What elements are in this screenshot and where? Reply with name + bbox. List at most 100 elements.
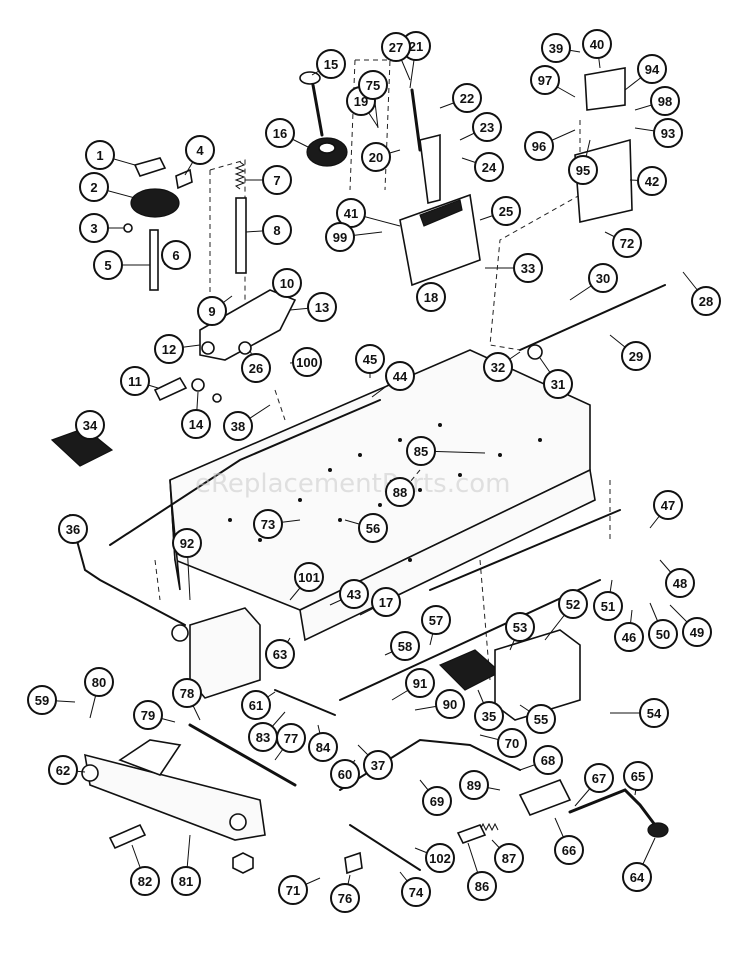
callout-62: 62 bbox=[48, 755, 78, 785]
callout-circle bbox=[181, 409, 211, 439]
callout-number: 88 bbox=[393, 485, 407, 500]
callout-circle bbox=[472, 112, 502, 142]
callout-number: 57 bbox=[429, 613, 443, 628]
callout-circle bbox=[84, 667, 114, 697]
callout-42: 42 bbox=[637, 166, 667, 196]
callout-51: 51 bbox=[593, 591, 623, 621]
callout-number: 14 bbox=[189, 417, 204, 432]
callout-circle bbox=[422, 786, 452, 816]
callout-number: 46 bbox=[622, 630, 636, 645]
callout-74: 74 bbox=[401, 877, 431, 907]
callout-number: 35 bbox=[482, 709, 496, 724]
callout-circle bbox=[172, 528, 202, 558]
callout-circle bbox=[459, 770, 489, 800]
callout-circle bbox=[307, 292, 337, 322]
callout-23: 23 bbox=[472, 112, 502, 142]
callout-circle bbox=[416, 282, 446, 312]
callout-number: 52 bbox=[566, 597, 580, 612]
callout-circle bbox=[262, 215, 292, 245]
callout-circle bbox=[614, 622, 644, 652]
callout-60: 60 bbox=[330, 759, 360, 789]
callout-circle bbox=[435, 689, 465, 719]
callout-circle bbox=[494, 843, 524, 873]
callout-13: 13 bbox=[307, 292, 337, 322]
callout-number: 19 bbox=[354, 94, 368, 109]
callout-21: 21 bbox=[401, 31, 431, 61]
callout-87: 87 bbox=[494, 843, 524, 873]
callout-circle bbox=[621, 341, 651, 371]
callout-34: 34 bbox=[75, 410, 105, 440]
callout-circle bbox=[171, 866, 201, 896]
callout-101: 101 bbox=[294, 562, 324, 592]
callout-number: 20 bbox=[369, 150, 383, 165]
callout-circle bbox=[265, 639, 295, 669]
callout-circle bbox=[93, 250, 123, 280]
callout-number: 80 bbox=[92, 675, 106, 690]
callout-number: 15 bbox=[324, 57, 338, 72]
callout-circle bbox=[637, 54, 667, 84]
callout-86: 86 bbox=[467, 871, 497, 901]
callout-circle bbox=[381, 32, 411, 62]
callout-circle bbox=[316, 49, 346, 79]
callout-102: 102 bbox=[425, 843, 455, 873]
callout-95: 95 bbox=[568, 155, 598, 185]
callout-circle bbox=[568, 155, 598, 185]
callout-circle bbox=[505, 612, 535, 642]
callout-2: 2 bbox=[79, 172, 109, 202]
callout-3: 3 bbox=[79, 213, 109, 243]
callout-number: 11 bbox=[128, 374, 142, 389]
callout-18: 18 bbox=[416, 282, 446, 312]
callout-circle bbox=[339, 579, 369, 609]
callout-circle bbox=[622, 862, 652, 892]
callout-circle bbox=[533, 745, 563, 775]
callout-38: 38 bbox=[223, 411, 253, 441]
callout-63: 63 bbox=[265, 639, 295, 669]
callout-number: 16 bbox=[273, 126, 287, 141]
callout-90: 90 bbox=[435, 689, 465, 719]
callout-circle bbox=[653, 490, 683, 520]
callout-number: 95 bbox=[576, 163, 590, 178]
callout-circle bbox=[265, 118, 295, 148]
callout-circle bbox=[582, 29, 612, 59]
callout-circle bbox=[58, 514, 88, 544]
callout-number: 3 bbox=[90, 221, 97, 236]
callout-80: 80 bbox=[84, 667, 114, 697]
callout-92: 92 bbox=[172, 528, 202, 558]
callout-53: 53 bbox=[505, 612, 535, 642]
callout-55: 55 bbox=[526, 704, 556, 734]
callout-83: 83 bbox=[248, 722, 278, 752]
callout-circle bbox=[588, 263, 618, 293]
callout-number: 40 bbox=[590, 37, 604, 52]
callout-circle bbox=[355, 344, 385, 374]
callout-number: 94 bbox=[645, 62, 660, 77]
callout-circle bbox=[401, 877, 431, 907]
callout-number: 4 bbox=[196, 143, 204, 158]
callout-93: 93 bbox=[653, 118, 683, 148]
callout-73: 73 bbox=[253, 509, 283, 539]
callout-27: 27 bbox=[381, 32, 411, 62]
callout-number: 8 bbox=[273, 223, 280, 238]
callout-68: 68 bbox=[533, 745, 563, 775]
callout-24: 24 bbox=[474, 152, 504, 182]
callout-70: 70 bbox=[497, 728, 527, 758]
callout-circle bbox=[130, 866, 160, 896]
callout-12: 12 bbox=[154, 334, 184, 364]
callout-number: 58 bbox=[398, 639, 412, 654]
callout-number: 12 bbox=[162, 342, 176, 357]
callout-number: 23 bbox=[480, 120, 494, 135]
callout-circle bbox=[75, 410, 105, 440]
callout-number: 79 bbox=[141, 708, 155, 723]
callout-45: 45 bbox=[355, 344, 385, 374]
callout-100: 100 bbox=[292, 347, 322, 377]
callout-circle bbox=[223, 411, 253, 441]
callout-circle bbox=[371, 587, 401, 617]
callout-circle bbox=[253, 509, 283, 539]
callout-number: 68 bbox=[541, 753, 555, 768]
callout-96: 96 bbox=[524, 131, 554, 161]
callout-number: 64 bbox=[630, 870, 645, 885]
callout-circle bbox=[543, 369, 573, 399]
callout-circle bbox=[385, 477, 415, 507]
callout-56: 56 bbox=[358, 513, 388, 543]
callout-number: 97 bbox=[538, 73, 552, 88]
